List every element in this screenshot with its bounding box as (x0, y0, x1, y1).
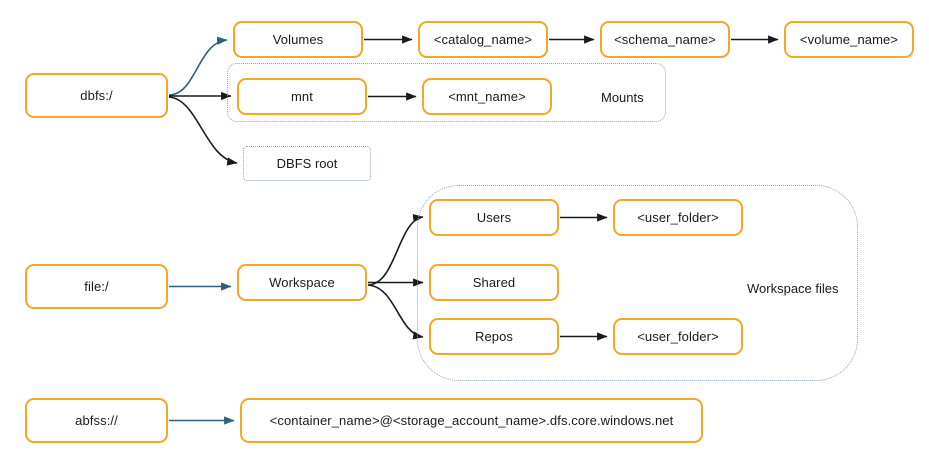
group-mounts (227, 63, 666, 122)
edge-workspace-to-repos (367, 284, 424, 340)
node-dbfs-root: DBFS root (243, 146, 371, 181)
node-volume-name[interactable]: <volume_name> (784, 21, 914, 58)
node-mnt[interactable]: mnt (237, 78, 367, 115)
group-workspace-files (417, 185, 858, 381)
edge-dbfs-to-volumes (168, 36, 228, 96)
node-shared[interactable]: Shared (429, 264, 559, 301)
node-workspace[interactable]: Workspace (237, 264, 367, 301)
node-abfss-target[interactable]: <container_name>@<storage_account_name>.… (240, 398, 703, 443)
node-abfss[interactable]: abfss:// (25, 398, 168, 443)
node-schema-name[interactable]: <schema_name> (600, 21, 730, 58)
node-volumes[interactable]: Volumes (233, 21, 363, 58)
edge-dbfs-to-dbfs-root (168, 96, 238, 166)
node-mnt-name[interactable]: <mnt_name> (422, 78, 552, 115)
node-file[interactable]: file:/ (25, 264, 168, 309)
group-mounts-label: Mounts (601, 90, 644, 105)
group-workspace-files-label: Workspace files (747, 281, 839, 296)
node-user-folder-users[interactable]: <user_folder> (613, 199, 743, 236)
node-repos[interactable]: Repos (429, 318, 559, 355)
edge-workspace-to-users (367, 214, 424, 286)
node-catalog-name[interactable]: <catalog_name> (418, 21, 548, 58)
node-dbfs[interactable]: dbfs:/ (25, 73, 168, 118)
node-user-folder-repos[interactable]: <user_folder> (613, 318, 743, 355)
node-users[interactable]: Users (429, 199, 559, 236)
